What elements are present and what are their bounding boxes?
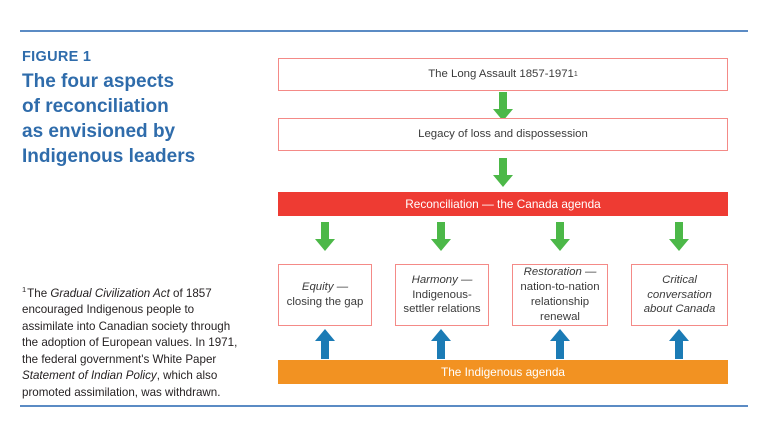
arrow-down-icon-4 xyxy=(430,222,452,252)
box-aspect-harmony-head: Harmony — xyxy=(411,273,473,286)
box-aspect-harmony: Harmony — Indigenous-settler relations xyxy=(395,264,489,326)
arrow-down-icon-6 xyxy=(668,222,690,252)
box-aspect-restoration: Restoration — nation-to-nation relations… xyxy=(512,264,608,326)
box-aspect-restoration-head: Restoration — xyxy=(523,266,597,279)
box-aspect-equity: Equity — closing the gap xyxy=(278,264,372,326)
box-aspect-equity-head: Equity — xyxy=(301,281,349,294)
box-aspect-restoration-body: nation-to-nation relationship renewal xyxy=(520,281,600,323)
box-aspect-harmony-body: Indigenous-settler relations xyxy=(403,288,481,316)
footnote-marker: 1 xyxy=(22,285,27,294)
footnote-italic-statement-of-indian-policy: Statement of Indian Policy xyxy=(22,369,157,383)
figure-label: FIGURE 1 xyxy=(22,49,92,65)
arrow-up-icon-2 xyxy=(430,328,452,360)
figure-title-line-4: Indigenous leaders xyxy=(22,146,196,168)
arrow-down-icon-3 xyxy=(314,222,336,252)
box-legacy-label: Legacy of loss and dispossession xyxy=(418,128,588,141)
bar-canada-agenda-label: Reconciliation — the Canada agenda xyxy=(405,197,601,211)
footnote-text-part1: The xyxy=(27,287,51,300)
footnote-text-part3: , which also promoted assimilation, was … xyxy=(22,369,221,399)
footnote-italic-gradual-civilization-act: Gradual Civilization Act xyxy=(50,287,170,300)
box-long-assault-label: The Long Assault 1857-1971 xyxy=(428,68,574,81)
arrow-down-icon-1 xyxy=(492,92,514,122)
figure-title-line-1: The four aspects xyxy=(22,71,175,93)
arrow-up-icon-1 xyxy=(314,328,336,360)
footnote: 1The Gradual Civilization Act of 1857 en… xyxy=(22,285,247,401)
box-legacy-of-loss: Legacy of loss and dispossession xyxy=(278,118,728,151)
figure-title-line-2: of reconciliation xyxy=(22,96,169,118)
bar-indigenous-agenda-label: The Indigenous agenda xyxy=(441,365,565,379)
box-long-assault-superscript: 1 xyxy=(573,70,578,78)
bar-indigenous-agenda: The Indigenous agenda xyxy=(278,360,728,384)
figure-title: The four aspects of reconciliation as en… xyxy=(22,69,250,169)
box-aspect-equity-body: closing the gap xyxy=(286,296,364,308)
figure-heading-block: FIGURE 1 The four aspects of reconciliat… xyxy=(22,48,250,169)
bar-canada-agenda: Reconciliation — the Canada agenda xyxy=(278,192,728,216)
box-aspect-critical-conversation: Critical conversation about Canada xyxy=(631,264,728,326)
footnote-text-part2: of 1857 encouraged Indigenous people to … xyxy=(22,287,238,366)
figure-title-line-3: as envisioned by xyxy=(22,121,176,143)
arrow-down-icon-5 xyxy=(549,222,571,252)
box-aspect-critical-conversation-head: Critical conversation about Canada xyxy=(643,273,716,316)
arrow-down-icon-2 xyxy=(492,158,514,188)
arrow-up-icon-4 xyxy=(668,328,690,360)
divider-bottom xyxy=(20,405,748,407)
arrow-up-icon-3 xyxy=(549,328,571,360)
divider-top xyxy=(20,30,748,32)
